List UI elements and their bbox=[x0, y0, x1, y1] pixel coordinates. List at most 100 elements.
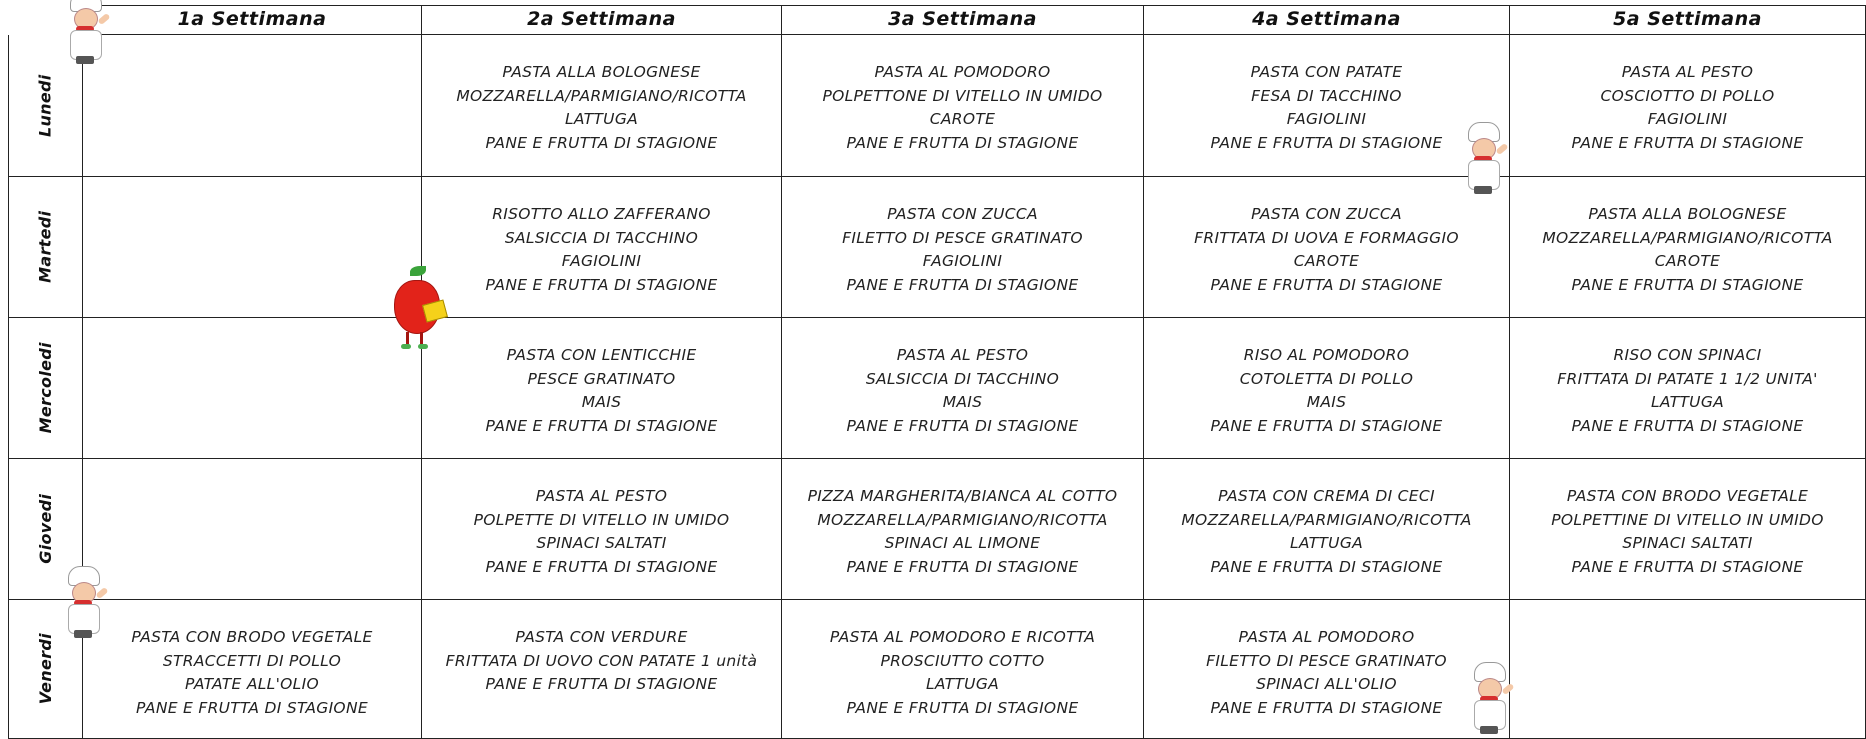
menu-cell: RISO AL POMODORO COTOLETTA DI POLLO MAIS PA… bbox=[1144, 318, 1510, 459]
menu-table: 1a Settimana 2a Settimana 3a Settimana 4… bbox=[8, 5, 1866, 739]
menu-item: PASTA CON PATATE bbox=[1250, 63, 1403, 81]
day-label: Giovedi bbox=[35, 494, 55, 564]
menu-item: POLPETTE DI VITELLO IN UMIDO bbox=[473, 510, 730, 529]
menu-item: PANE E FRUTTA DI STAGIONE bbox=[485, 675, 718, 693]
menu-item: PASTA AL PESTO bbox=[535, 487, 668, 505]
menu-item: PASTA CON ZUCCA bbox=[1251, 205, 1402, 223]
menu-item: FAGIOLINI bbox=[1647, 110, 1728, 128]
week-header-2: 2a Settimana bbox=[422, 5, 782, 35]
menu-item: RISO AL POMODORO bbox=[1243, 346, 1410, 364]
menu-cell bbox=[83, 177, 422, 318]
menu-item: PASTA CON CREMA DI CECI bbox=[1218, 487, 1435, 505]
menu-item: FAGIOLINI bbox=[1286, 110, 1367, 128]
menu-item: PASTA CON BRODO VEGETALE bbox=[131, 628, 373, 646]
menu-item: PANE E FRUTTA DI STAGIONE bbox=[136, 698, 368, 717]
menu-cell bbox=[83, 318, 422, 459]
menu-item: PANE E FRUTTA DI STAGIONE bbox=[485, 275, 718, 294]
day-label: Mercoledi bbox=[35, 342, 55, 434]
menu-item: MOZZARELLA/PARMIGIANO/RICOTTA bbox=[456, 86, 747, 105]
menu-item: SALSICCIA DI TACCHINO bbox=[865, 369, 1060, 388]
menu-item: PANE E FRUTTA DI STAGIONE bbox=[1210, 133, 1443, 152]
menu-item: PASTA AL POMODORO bbox=[874, 63, 1051, 81]
menu-item: SPINACI SALTATI bbox=[1622, 534, 1753, 552]
menu-item: PIZZA MARGHERITA/BIANCA AL COTTO bbox=[807, 487, 1118, 505]
menu-cell bbox=[83, 35, 422, 177]
menu-item: RISO CON SPINACI bbox=[1613, 346, 1762, 364]
menu-cell: PASTA AL PESTO COSCIOTTO DI POLLO FAGIOLIN… bbox=[1510, 35, 1866, 177]
menu-item: PANE E FRUTTA DI STAGIONE bbox=[846, 698, 1079, 717]
menu-cell bbox=[1510, 600, 1866, 739]
menu-item: PANE E FRUTTA DI STAGIONE bbox=[1571, 557, 1804, 576]
menu-item: RISOTTO ALLO ZAFFERANO bbox=[492, 205, 711, 223]
menu-cell: PASTA ALLA BOLOGNESE MOZZARELLA/PARMIGIAN… bbox=[1510, 177, 1866, 318]
menu-item: PANE E FRUTTA DI STAGIONE bbox=[485, 133, 718, 152]
menu-item: CAROTE bbox=[1654, 252, 1721, 270]
menu-item: SALSICCIA DI TACCHINO bbox=[504, 228, 699, 247]
menu-item: PATATE ALL'OLIO bbox=[184, 675, 319, 693]
week-header-3: 3a Settimana bbox=[782, 5, 1144, 35]
menu-item: PANE E FRUTTA DI STAGIONE bbox=[846, 416, 1079, 435]
menu-cell: PASTA CON ZUCCA FILETTO DI PESCE GRATINAT… bbox=[782, 177, 1144, 318]
menu-cell: PASTA AL POMODORO FILETTO DI PESCE GRATIN… bbox=[1144, 600, 1510, 739]
menu-item: PANE E FRUTTA DI STAGIONE bbox=[1210, 275, 1443, 294]
menu-item: FILETTO DI PESCE GRATINATO bbox=[842, 228, 1083, 247]
menu-item: FRITTATA DI PATATE 1 1/2 UNITA' bbox=[1557, 369, 1818, 388]
menu-item: POLPETTINE DI VITELLO IN UMIDO bbox=[1551, 510, 1824, 529]
menu-item: PESCE GRATINATO bbox=[527, 369, 676, 388]
menu-item: PASTA ALLA BOLOGNESE bbox=[1588, 205, 1787, 223]
menu-item: CAROTE bbox=[1293, 252, 1360, 270]
menu-item: FAGIOLINI bbox=[922, 252, 1003, 270]
menu-item: PANE E FRUTTA DI STAGIONE bbox=[485, 416, 718, 435]
week-header-4: 4a Settimana bbox=[1144, 5, 1510, 35]
menu-cell: RISO CON SPINACI FRITTATA DI PATATE 1 1/2… bbox=[1510, 318, 1866, 459]
menu-item: COSCIOTTO DI POLLO bbox=[1600, 86, 1775, 105]
day-label: Venerdi bbox=[35, 633, 55, 705]
menu-item: PANE E FRUTTA DI STAGIONE bbox=[1571, 275, 1804, 294]
chef-icon bbox=[1460, 122, 1510, 194]
menu-item: PANE E FRUTTA DI STAGIONE bbox=[1210, 557, 1443, 576]
chef-icon bbox=[60, 566, 110, 638]
menu-item: FRITTATA DI UOVA E FORMAGGIO bbox=[1194, 228, 1459, 247]
menu-item: LATTUGA bbox=[1650, 393, 1725, 411]
menu-cell: RISOTTO ALLO ZAFFERANO SALSICCIA DI TACCH… bbox=[422, 177, 782, 318]
menu-item: PANE E FRUTTA DI STAGIONE bbox=[846, 557, 1079, 576]
menu-item: PROSCIUTTO COTTO bbox=[880, 651, 1045, 670]
apple-reading-icon bbox=[390, 262, 450, 352]
menu-item: PASTA AL POMODORO bbox=[1238, 628, 1415, 646]
menu-item: FILETTO DI PESCE GRATINATO bbox=[1206, 651, 1447, 670]
menu-item: MAIS bbox=[1306, 393, 1347, 411]
day-label-cell: Martedi bbox=[8, 177, 83, 318]
menu-item: PASTA AL PESTO bbox=[896, 346, 1029, 364]
chef-icon bbox=[62, 0, 112, 64]
menu-item: PASTA CON LENTICCHIE bbox=[506, 346, 697, 364]
menu-cell: PASTA CON BRODO VEGETALE STRACCETTI DI PO… bbox=[83, 600, 422, 739]
menu-item: PANE E FRUTTA DI STAGIONE bbox=[485, 557, 718, 576]
menu-cell: PASTA CON PATATE FESA DI TACCHINO FAGIOLIN… bbox=[1144, 35, 1510, 177]
day-label-cell: Lunedi bbox=[8, 35, 83, 177]
menu-item: PANE E FRUTTA DI STAGIONE bbox=[1210, 416, 1443, 435]
menu-cell bbox=[83, 459, 422, 600]
menu-item: PASTA AL PESTO bbox=[1621, 63, 1754, 81]
menu-item: PANE E FRUTTA DI STAGIONE bbox=[1571, 133, 1804, 152]
menu-item: PASTA CON ZUCCA bbox=[887, 205, 1038, 223]
menu-item: LATTUGA bbox=[564, 110, 639, 128]
menu-item: LATTUGA bbox=[1289, 534, 1364, 552]
menu-item: FESA DI TACCHINO bbox=[1251, 86, 1402, 105]
menu-item: PANE E FRUTTA DI STAGIONE bbox=[846, 275, 1079, 294]
menu-item: PANE E FRUTTA DI STAGIONE bbox=[1210, 698, 1443, 717]
menu-item: COTOLETTA DI POLLO bbox=[1239, 369, 1414, 388]
week-header-5: 5a Settimana bbox=[1510, 5, 1866, 35]
menu-item: PANE E FRUTTA DI STAGIONE bbox=[1571, 416, 1804, 435]
menu-item: PASTA AL POMODORO E RICOTTA bbox=[829, 628, 1096, 646]
menu-item: MOZZARELLA/PARMIGIANO/RICOTTA bbox=[1542, 228, 1833, 247]
menu-item: SPINACI SALTATI bbox=[536, 534, 667, 552]
menu-item: STRACCETTI DI POLLO bbox=[162, 651, 342, 670]
menu-item: SPINACI ALL'OLIO bbox=[1256, 675, 1397, 693]
menu-item: SPINACI AL LIMONE bbox=[884, 534, 1041, 552]
